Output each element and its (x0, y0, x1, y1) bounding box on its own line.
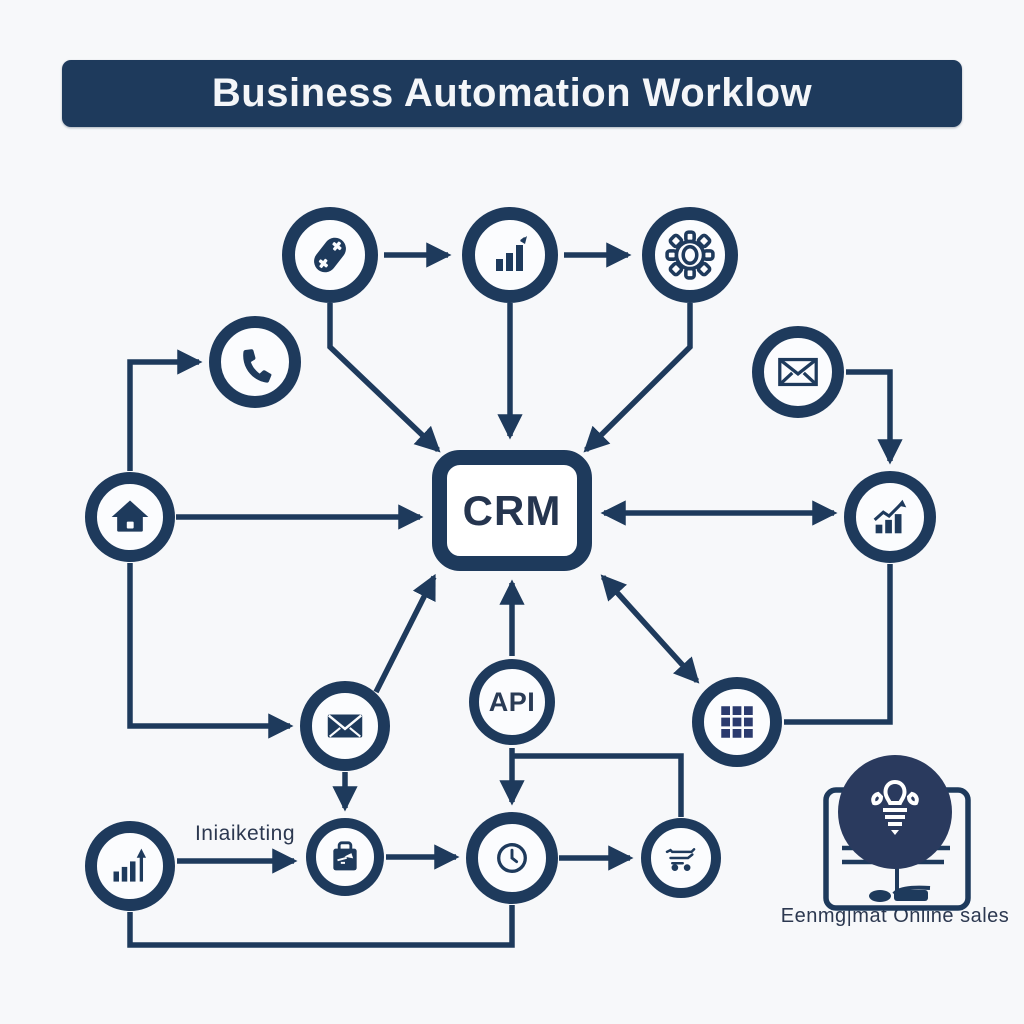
edge-crm-grid (600, 574, 700, 684)
crm-node: CRM (432, 450, 592, 571)
cart-icon (660, 837, 702, 879)
edge-mail-open-to-chart-right (846, 369, 903, 465)
open-envelope-icon (775, 349, 821, 395)
node-cart (641, 818, 721, 898)
edge-home-to-mail (127, 563, 294, 739)
node-gear (642, 207, 738, 303)
edge-chart-right-to-grid (784, 564, 893, 725)
node-home (85, 472, 175, 562)
node-chart-top (462, 207, 558, 303)
node-grid (692, 677, 782, 767)
grid-icon (716, 701, 758, 743)
bulb-badge (838, 755, 952, 869)
clock-icon (490, 836, 534, 880)
node-clock (466, 812, 558, 904)
gear-icon (665, 230, 715, 280)
bar-chart-rise-icon (486, 231, 534, 279)
edge-chain-to-crm (327, 303, 441, 453)
lightbulb-icon (857, 772, 933, 853)
phone-icon (234, 341, 276, 383)
node-api: API (469, 659, 555, 745)
marketing-label: Iniaiketing (194, 822, 296, 845)
edge-mail-to-crm (373, 573, 437, 694)
node-chart-bottom (85, 821, 175, 911)
crm-label: CRM (462, 486, 562, 534)
node-toolbox (306, 818, 384, 896)
page-title: Business Automation Worklow (211, 71, 813, 115)
edge-home-to-phone (127, 349, 203, 471)
title-banner: Business Automation Worklow (62, 60, 962, 127)
node-mail (300, 681, 390, 771)
toolbox-icon (325, 837, 365, 877)
node-chain (282, 207, 378, 303)
envelope-icon (322, 703, 368, 749)
chain-link-icon (306, 231, 354, 279)
home-icon (108, 495, 152, 539)
edge-chart-bottom-clock-loop (127, 905, 515, 948)
edge-api-to-cart (512, 753, 684, 817)
bar-chart-arrow-icon (108, 844, 152, 888)
edge-gear-to-crm (583, 303, 693, 453)
growth-chart-icon (867, 494, 913, 540)
node-chart-right (844, 471, 936, 563)
api-label: API (488, 686, 536, 717)
node-phone (209, 316, 301, 408)
node-mail-open (752, 326, 844, 418)
